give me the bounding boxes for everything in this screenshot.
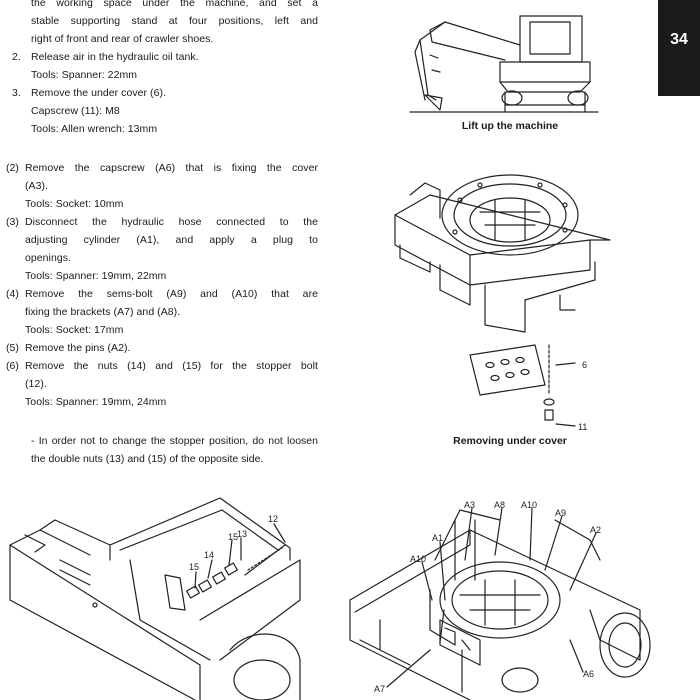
callout-a7: A7 [374, 684, 385, 694]
instructions-column: the working space under the machine, and… [12, 0, 318, 138]
under-cover-frame-illustration [394, 174, 611, 427]
callout-13: 13 [237, 529, 247, 539]
callout-15: 15 [189, 562, 199, 572]
sub4-line2: fixing the brackets (A7) and (A8). [25, 306, 181, 318]
step3-text: 3.Remove the under cover (6). [12, 87, 166, 99]
step2-tools: Tools: Spanner: 22mm [31, 69, 138, 81]
step1-line3: right of front and rear of crawler shoes… [31, 33, 214, 45]
step1-line2: stable supporting stand at four position… [31, 15, 318, 27]
step1-line1: the working space under the machine, and… [31, 0, 318, 9]
page-number: 34 [670, 31, 688, 48]
callout-12: 12 [268, 514, 278, 524]
sub6-line2: (12). [25, 378, 47, 390]
step3-capscrew: Capscrew (11): M8 [31, 105, 120, 117]
sub6-tools: Tools: Spanner: 19mm, 24mm [25, 396, 167, 408]
sub4-line1: (4)Remove the sems-bolt (A9) and (A10) t… [6, 288, 318, 300]
callout-11: 11 [578, 422, 587, 432]
sub3-line1: (3)Disconnect the hydraulic hose connect… [6, 216, 318, 228]
page-number-tab: 34 [658, 0, 700, 96]
sub2-line1: (2)Remove the capscrew (A6) that is fixi… [6, 162, 318, 174]
callout-a8: A8 [494, 500, 505, 510]
note-text: - In order not to change the stopper pos… [31, 435, 318, 465]
sub2-tools: Tools: Socket: 10mm [25, 198, 124, 210]
track-frame-illustration [9, 497, 301, 700]
sub6-line1: (6)Remove the nuts (14) and (15) for the… [6, 360, 318, 372]
callout-a3: A3 [464, 500, 475, 510]
caption-lift: Lift up the machine [461, 120, 559, 132]
track-assembly-illustration [349, 507, 651, 700]
step2-text: 2.Release air in the hydraulic oil tank. [12, 51, 199, 63]
callout-a6: A6 [583, 669, 594, 679]
callout-15-top: 15 [228, 532, 238, 542]
sub3-line2: adjusting cylinder (A1), and apply a plu… [25, 234, 318, 246]
callout-a9: A9 [555, 508, 566, 518]
sub2-line2: (A3). [25, 180, 49, 192]
callout-a1: A1 [432, 533, 443, 543]
sub4-tools: Tools: Socket: 17mm [25, 324, 124, 336]
sub5-line1: (5)Remove the pins (A2). [6, 342, 131, 354]
callout-a10: A10 [410, 554, 426, 564]
step3-tools: Tools: Allen wrench: 13mm [31, 123, 158, 135]
sub3-line3: openings. [25, 252, 71, 264]
warning-note: - In order not to change the stopper pos… [12, 432, 318, 468]
callout-14: 14 [204, 550, 214, 560]
callout-a2: A2 [590, 525, 601, 535]
caption-under-cover: Removing under cover [453, 435, 567, 447]
sub3-tools: Tools: Spanner: 19mm, 22mm [25, 270, 167, 282]
callout-6: 6 [582, 360, 587, 370]
substeps: (2)Remove the capscrew (A6) that is fixi… [6, 159, 318, 411]
callout-a10-top: A10 [521, 500, 537, 510]
callout-labels: 6 11 12 13 15 14 15 A3 A8 A10 A9 A2 A1 A… [189, 360, 601, 694]
excavator-illustration [409, 15, 599, 113]
